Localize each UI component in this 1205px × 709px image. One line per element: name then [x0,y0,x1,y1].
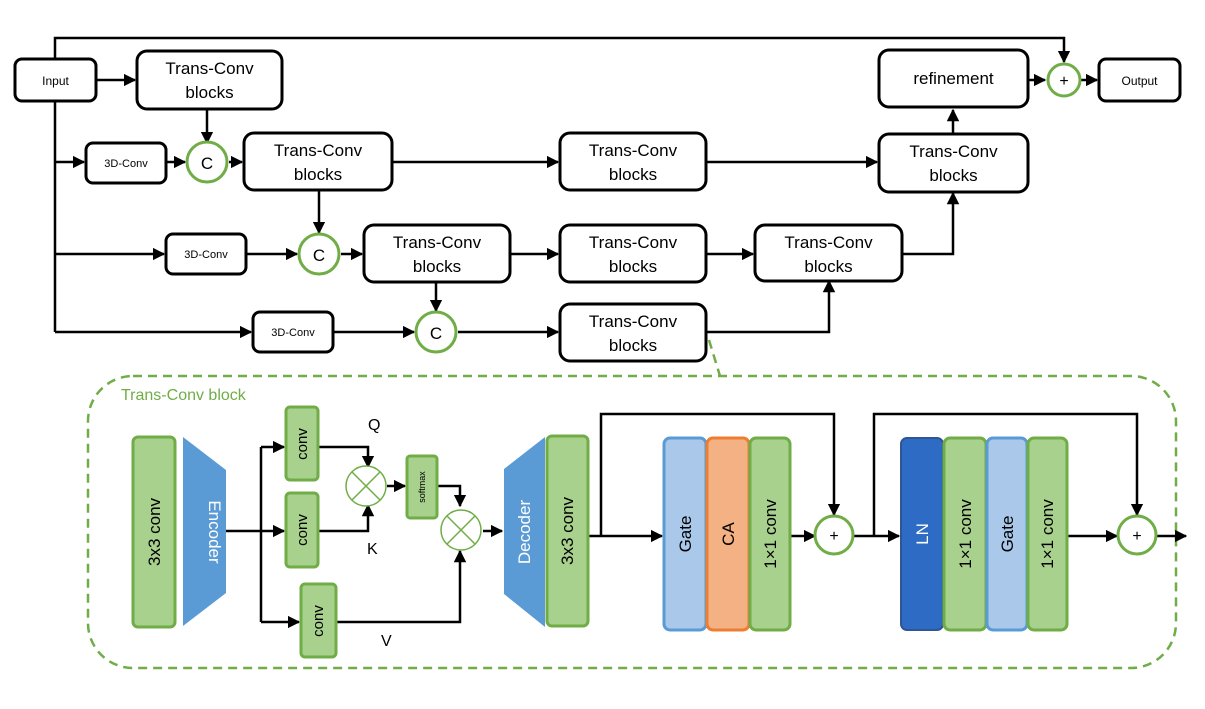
zoom-link-line [707,339,722,377]
detail-connectors [226,412,1188,629]
refinement-node: refinement [877,48,1030,109]
input-node: Input [13,57,98,103]
svg-text:conv: conv [294,428,311,460]
svg-text:Trans-Conv: Trans-Conv [784,233,873,252]
v-label: V [381,633,392,650]
svg-text:Trans-Conv: Trans-Conv [165,59,254,78]
trans-conv-blocks-r2c: Trans-Conv blocks [877,132,1030,194]
svg-text:LN: LN [913,523,932,545]
conv3d-r2: 3D-Conv [84,141,168,185]
svg-text:C: C [313,246,325,265]
svg-text:blocks: blocks [929,166,977,185]
plus-node-top: + [1046,62,1082,98]
conv3x3-in: 3x3 conv [131,435,177,629]
conv-v: conv [299,582,338,659]
svg-text:+: + [1059,73,1068,90]
multiply-v-icon [440,509,482,551]
refinement-label: refinement [913,69,994,88]
conv3d-r4: 3D-Conv [251,310,335,354]
conv1x1-1: 1×1 conv [748,436,792,632]
svg-text:1×1 conv: 1×1 conv [956,499,975,569]
global-skip-line [53,36,1071,64]
multiply-qk-icon [345,465,387,507]
svg-text:blocks: blocks [609,336,657,355]
svg-text:Trans-Conv: Trans-Conv [589,312,678,331]
svg-text:blocks: blocks [609,257,657,276]
ln-node: LN [900,437,944,631]
trans-conv-block-title: Trans-Conv block [121,387,247,404]
output-label: Output [1121,74,1158,88]
top-connectors [53,36,1099,339]
svg-text:+: + [829,528,838,545]
svg-text:Trans-Conv: Trans-Conv [589,233,678,252]
trans-conv-block-frame [86,374,1178,670]
conv3d-r3: 3D-Conv [164,232,248,276]
conv-q: conv [284,405,320,482]
conv1x1-2: 1×1 conv [942,436,988,632]
svg-text:C: C [201,154,213,173]
svg-text:Trans-Conv: Trans-Conv [393,233,482,252]
trans-conv-blocks-r3a: Trans-Conv blocks [362,223,512,284]
svg-text:blocks: blocks [413,257,461,276]
conv1x1-3: 1×1 conv [1026,436,1069,632]
svg-text:conv: conv [294,514,311,546]
svg-text:Trans-Conv: Trans-Conv [589,141,678,160]
svg-text:3D-Conv: 3D-Conv [271,327,315,339]
svg-text:Trans-Conv: Trans-Conv [909,142,998,161]
input-label: Input [42,74,69,88]
svg-text:+: + [1132,528,1141,545]
svg-text:1×1 conv: 1×1 conv [761,499,780,569]
svg-text:blocks: blocks [294,165,342,184]
encoder-trapezoid: Encoder [183,437,226,626]
gate-2: Gate [985,436,1029,632]
plus-node-1: + [813,514,855,556]
trans-conv-blocks-r3b: Trans-Conv blocks [558,223,708,284]
concat-r2: C [185,140,229,184]
svg-text:Encoder: Encoder [205,500,224,564]
svg-text:Gate: Gate [998,516,1017,553]
k-label: K [367,541,378,558]
svg-text:3x3 conv: 3x3 conv [558,496,577,565]
concat-r4: C [414,310,458,354]
svg-text:CA: CA [719,522,738,546]
concat-r3: C [297,232,341,276]
svg-text:C: C [430,324,442,343]
svg-text:blocks: blocks [609,165,657,184]
q-label: Q [368,417,380,434]
conv3x3-out: 3x3 conv [545,434,590,628]
svg-text:softmax: softmax [417,471,427,503]
svg-text:Gate: Gate [676,516,695,553]
svg-text:blocks: blocks [804,257,852,276]
plus-node-2: + [1116,514,1158,556]
svg-text:Trans-Conv: Trans-Conv [274,141,363,160]
trans-conv-blocks-r2a: Trans-Conv blocks [242,131,394,192]
svg-text:3x3 conv: 3x3 conv [145,497,164,566]
svg-text:blocks: blocks [185,83,233,102]
svg-text:3D-Conv: 3D-Conv [104,158,148,170]
svg-text:conv: conv [310,605,327,637]
gate-1: Gate [662,436,708,632]
trans-conv-blocks-r4: Trans-Conv blocks [558,302,708,363]
softmax-node: softmax [405,454,439,520]
svg-text:Decoder: Decoder [515,500,534,565]
svg-text:3D-Conv: 3D-Conv [184,249,228,261]
trans-conv-blocks-r2b: Trans-Conv blocks [558,131,708,192]
svg-text:1×1 conv: 1×1 conv [1038,499,1057,569]
ca-node: CA [705,436,751,632]
output-node: Output [1097,57,1182,103]
trans-conv-blocks-r1: Trans-Conv blocks [135,49,284,111]
decoder-trapezoid: Decoder [504,437,545,627]
trans-conv-blocks-r3c: Trans-Conv blocks [753,223,904,283]
conv-k: conv [284,491,320,569]
